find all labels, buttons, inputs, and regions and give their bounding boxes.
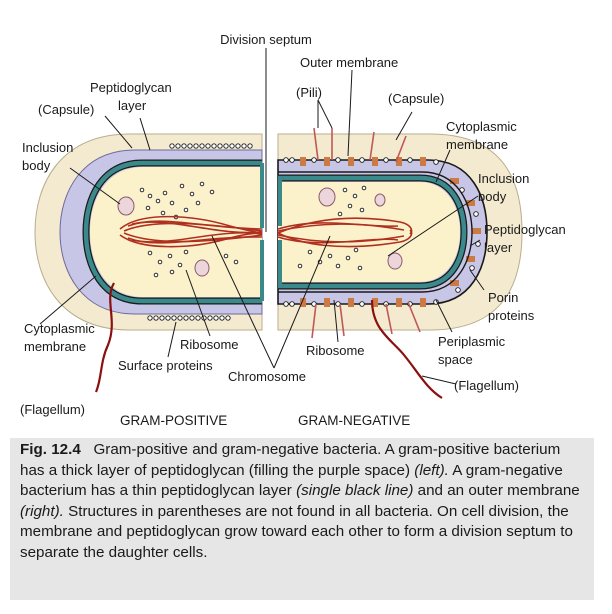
flagellum-left [94, 282, 115, 393]
label-peptidoglycan-left-1: Peptidoglycan [90, 80, 172, 95]
label-surface-proteins: Surface proteins [118, 358, 213, 373]
caption-text-3: and an outer membrane [413, 482, 580, 499]
caption-text-2: A gram-negative bacterium has a thin pep… [20, 461, 563, 500]
peptidoglycan-layer-right [278, 171, 473, 293]
cytoplasm-right [278, 182, 460, 282]
caption-text-1: Gram-positive and gram-negative bacteria… [20, 441, 561, 479]
label-porin-2: proteins [488, 308, 535, 323]
inclusion-body-right-3 [374, 193, 386, 207]
label-capsule-right: (Capsule) [388, 91, 444, 106]
label-cytoplasmic-right-2: membrane [446, 137, 508, 152]
caption-figure-label: Fig. 12.4 [20, 441, 81, 458]
label-division-septum: Division septum [220, 32, 312, 47]
label-periplasmic-1: Periplasmic [438, 334, 506, 349]
label-peptidoglycan-right-2: layer [484, 240, 513, 255]
label-inclusion-right-1: Inclusion [478, 171, 529, 186]
caption-italic-2: (single black line) [296, 482, 414, 499]
inclusion-body-right-2 [387, 252, 403, 270]
gram-negative-cell [277, 127, 523, 399]
label-gram-negative: GRAM-NEGATIVE [298, 413, 410, 428]
label-cytoplasmic-left-2: membrane [24, 339, 86, 354]
bacteria-diagram: Division septum Outer membrane (Pili) (C… [20, 32, 566, 428]
label-inclusion-left-2: body [22, 158, 51, 173]
pili [311, 127, 421, 339]
chromosome-right [277, 217, 413, 248]
inclusion-body-left [117, 196, 135, 216]
figure-caption: Fig. 12.4 Gram-positive and gram-negativ… [20, 438, 586, 563]
label-porin-1: Porin [488, 290, 518, 305]
label-capsule-left: (Capsule) [38, 102, 94, 117]
figure-caption-box: Fig. 12.4 Gram-positive and gram-negativ… [10, 438, 594, 600]
outer-membrane-beads [283, 157, 481, 307]
surface-proteins-top [169, 143, 253, 149]
label-periplasmic-2: space [438, 352, 473, 367]
label-outer-membrane: Outer membrane [300, 55, 398, 70]
label-chromosome: Chromosome [228, 369, 306, 384]
label-peptidoglycan-right-1: Peptidoglycan [484, 222, 566, 237]
label-peptidoglycan-left-2: layer [118, 98, 147, 113]
label-inclusion-left-1: Inclusion [22, 140, 73, 155]
cytoplasm-left [90, 167, 262, 297]
caption-italic-1: (left). [414, 461, 449, 479]
caption-text-4: Structures in parentheses are not found … [20, 502, 573, 561]
chromosome-left [119, 215, 263, 248]
label-ribosome-left: Ribosome [180, 337, 239, 352]
inclusion-body-right [318, 187, 336, 207]
caption-italic-3: (right). [20, 502, 64, 520]
label-inclusion-right-2: body [478, 189, 507, 204]
label-gram-positive: GRAM-POSITIVE [120, 413, 227, 428]
surface-proteins-bottom [147, 315, 231, 321]
gram-positive-cell [34, 133, 264, 393]
label-cytoplasmic-left-1: Cytoplasmic [24, 321, 95, 336]
label-flagellum-left: (Flagellum) [20, 402, 85, 417]
label-ribosome-right: Ribosome [306, 343, 365, 358]
porin-proteins [300, 157, 481, 307]
inclusion-body-left-2 [194, 259, 210, 277]
flagellum-right [370, 299, 443, 399]
label-pili: (Pili) [296, 85, 322, 100]
leader-lines [39, 48, 485, 385]
label-cytoplasmic-right-1: Cytoplasmic [446, 119, 517, 134]
ribosomes-right [297, 185, 367, 271]
label-flagellum-right: (Flagellum) [454, 378, 519, 393]
